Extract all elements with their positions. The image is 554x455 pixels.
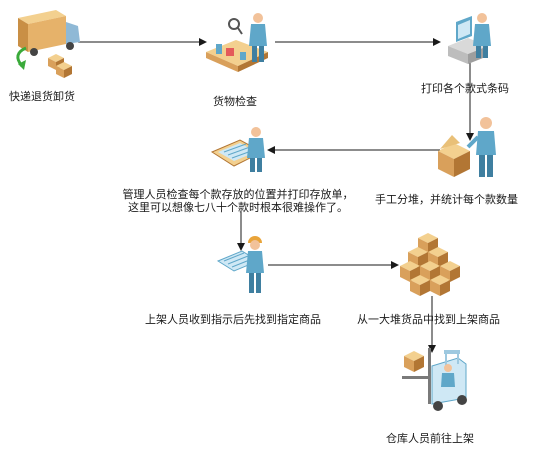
worker-with-helmet-icon — [216, 236, 264, 293]
delivery-truck-icon — [16, 10, 80, 78]
box-pile-icon — [400, 233, 460, 296]
computer-printer-icon — [448, 13, 491, 64]
step-label-manager-line1: 管理人员检查每个款存放的位置并打印存放单， — [122, 188, 354, 201]
step-label-unload: 快递退货卸货 — [9, 90, 75, 103]
step-label-sort-count: 手工分堆，并统计每个款数量 — [375, 193, 518, 206]
step-label-go-shelve: 仓库人员前往上架 — [386, 432, 474, 445]
sorting-worker-icon — [438, 117, 496, 177]
step-label-inspect: 货物检查 — [213, 95, 257, 108]
step-label-manager-check: 管理人员检查每个款存放的位置并打印存放单， 这里可以想像七八十个款时根本很难操作… — [108, 188, 368, 214]
step-label-pile-find: 从一大堆货品中找到上架商品 — [357, 313, 500, 326]
flow-arrows — [78, 38, 474, 353]
clipboard-document-icon — [210, 127, 265, 172]
step-label-print-barcode: 打印各个款式条码 — [421, 82, 509, 95]
step-label-manager-line2: 这里可以想像七八十个款时根本很难操作了。 — [128, 201, 348, 214]
inspection-worker-icon — [206, 13, 268, 72]
step-label-shelver-find: 上架人员收到指示后先找到指定商品 — [145, 313, 321, 326]
forklift-icon — [402, 348, 467, 411]
